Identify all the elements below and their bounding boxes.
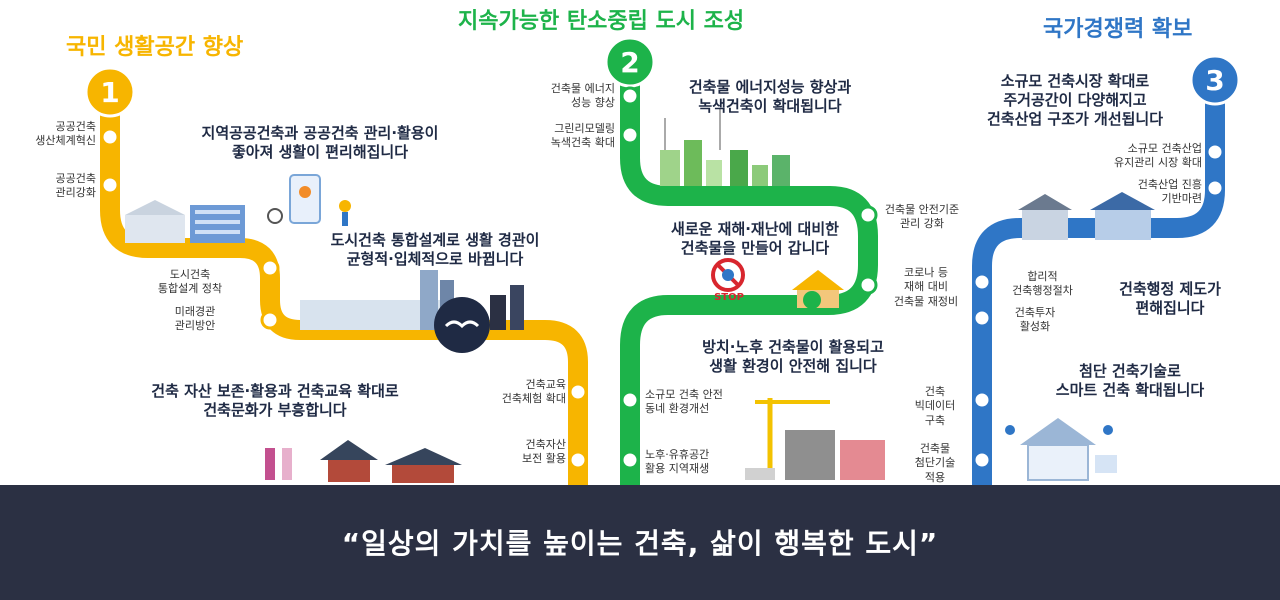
line2-station-3[interactable] (858, 205, 878, 225)
green-city-illustration (660, 108, 790, 186)
line3-station-label-2: 건축산업 진흥 기반마련 (1137, 178, 1202, 206)
line3-station-label-6: 건축물 첨단기술 적용 (914, 442, 956, 484)
city-handshake-illustration (300, 270, 524, 353)
line2-station-label-1: 건축물 에너지 성능 향상 (550, 82, 615, 110)
line1-station-1[interactable] (100, 127, 120, 147)
line1-topic-1: 지역공공건축과 공공건축 관리·활용이 좋아져 생활이 편리해집니다 (201, 124, 439, 161)
line3-station-5[interactable] (972, 390, 992, 410)
line2-station-4[interactable] (858, 275, 878, 295)
slogan-text: “일상의 가치를 높이는 건축, 삶이 행복한 도시” (341, 527, 939, 560)
line3-heading: 국가경쟁력 확보 (1043, 17, 1193, 42)
line2-topic-2: 새로운 재해·재난에 대비한 건축물을 만들어 갑니다 (671, 220, 839, 257)
line1-station-3[interactable] (260, 258, 280, 278)
line1-station-2[interactable] (100, 175, 120, 195)
line2-track (620, 52, 878, 540)
line1-station-label-2: 공공건축 관리강화 (55, 172, 96, 200)
line3-station-4[interactable] (972, 308, 992, 328)
line1-station-label-3: 도시건축 통합설계 정착 (157, 268, 223, 296)
construction-illustration (745, 398, 885, 480)
line3-topic-1: 소규모 건축시장 확대로 주거공간이 다양해지고 건축산업 구조가 개선됩니다 (986, 72, 1164, 128)
line3-station-3[interactable] (972, 272, 992, 292)
line1-station-label-4: 미래경관 관리방안 (174, 305, 216, 333)
public-buildings-illustration (125, 200, 245, 243)
houses-illustration (1018, 192, 1155, 240)
line1-topic-3: 건축 자산 보존·활용과 건축교육 확대로 건축문화가 부흥합니다 (151, 382, 399, 419)
line2-station-label-5: 소규모 건축 안전 동네 환경개선 (645, 388, 723, 416)
line1-station-5[interactable] (568, 382, 588, 402)
line1-number-circle (84, 66, 136, 118)
line2-station-5[interactable] (620, 390, 640, 410)
line1-stations (100, 127, 588, 470)
line2-station-label-3: 건축물 안전기준 관리 강화 (884, 203, 960, 231)
line3-topic-3: 첨단 건축기술로 스마트 건축 확대됩니다 (1055, 362, 1205, 399)
line2-number-circle (604, 36, 656, 88)
line1-station-6[interactable] (568, 450, 588, 470)
line3-station-label-5: 건축 빅데이터 구축 (914, 385, 956, 427)
disaster-prevention-illustration (711, 258, 844, 309)
slogan-banner (0, 485, 1280, 600)
line2-heading: 지속가능한 탄소중립 도시 조성 (458, 9, 745, 34)
line1-topic-2: 도시건축 통합설계로 생활 경관이 균형적·입체적으로 바뀝니다 (330, 231, 540, 268)
line1-heading: 국민 생활공간 향상 (66, 35, 244, 60)
line2-station-label-2: 그린리모델링 녹색건축 확대 (550, 122, 615, 150)
line1-station-4[interactable] (260, 310, 280, 330)
line2-station-6[interactable] (620, 450, 640, 470)
line3-station-1[interactable] (1205, 142, 1225, 162)
mobile-map-illustration (267, 174, 351, 226)
line2-station-label-4: 코로나 등 재해 대비 건축물 재정비 (893, 266, 959, 308)
line2-number: 2 (620, 45, 640, 79)
line1-station-label-1: 공공건축 생산체계혁신 (35, 120, 96, 148)
line3-station-label-1: 소규모 건축산업 유지관리 시장 확대 (1114, 142, 1202, 170)
smart-home-illustration (1005, 418, 1117, 481)
line3-number: 3 (1205, 63, 1225, 97)
line2-topic-3: 방치·노후 건축물이 활용되고 생활 환경이 안전해 집니다 (702, 338, 884, 375)
line3-number-circle (1189, 54, 1241, 106)
line3-station-6[interactable] (972, 450, 992, 470)
line3-stations (972, 142, 1225, 470)
line2-station-1[interactable] (620, 86, 640, 106)
line3-station-2[interactable] (1205, 178, 1225, 198)
stop-label: STOP (714, 292, 744, 303)
line3-topic-2: 건축행정 제도가 편해집니다 (1119, 280, 1221, 317)
line3-station-label-3: 합리적 건축행정절차 (1012, 270, 1073, 298)
line2-topic-1: 건축물 에너지성능 향상과 녹색건축이 확대됩니다 (688, 78, 852, 115)
line1-station-label-5: 건축교육 건축체험 확대 (501, 378, 566, 406)
line3-station-label-4: 건축투자 활성화 (1014, 306, 1056, 334)
line2-station-label-6: 노후·유휴공간 활용 지역재생 (645, 448, 710, 476)
line2-stations (620, 86, 878, 470)
heritage-illustration (265, 440, 462, 483)
line2-station-2[interactable] (620, 125, 640, 145)
line1-number: 1 (100, 75, 120, 109)
line1-station-label-6: 건축자산 보전 활용 (522, 438, 566, 466)
